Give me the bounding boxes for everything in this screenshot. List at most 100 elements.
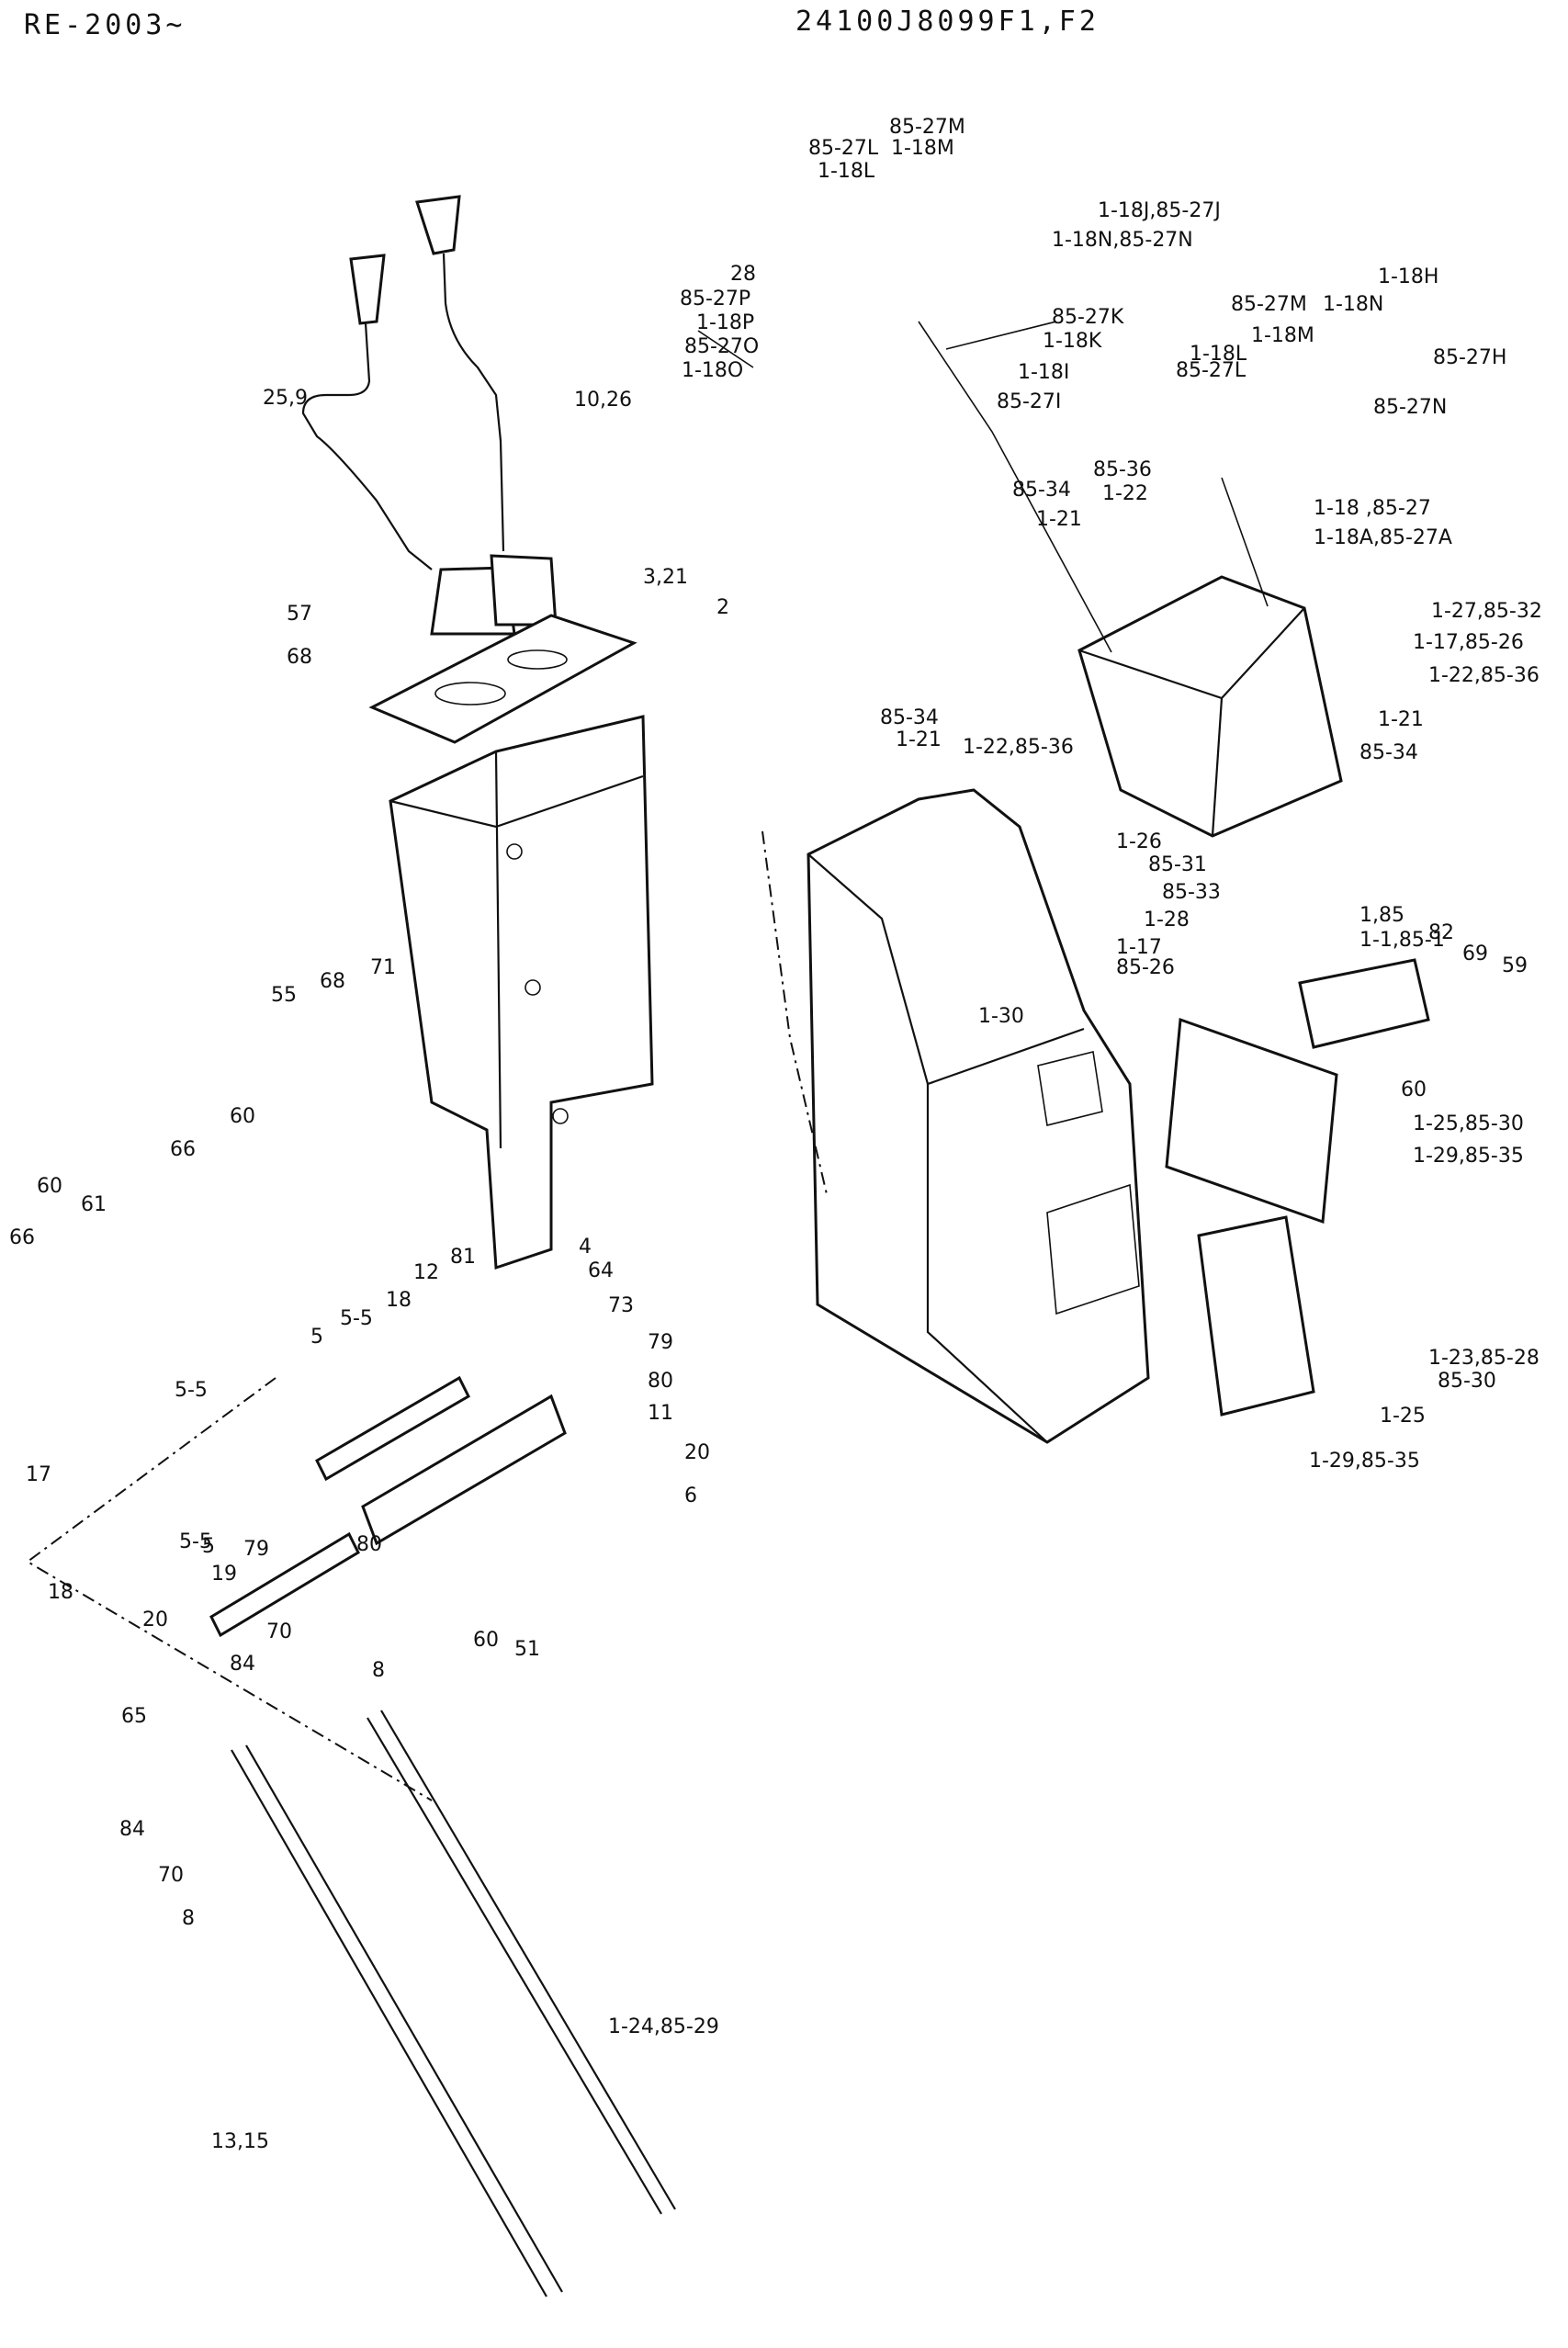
part-label: 57 xyxy=(287,603,312,626)
part-label: 19 xyxy=(211,1563,237,1586)
part-label: 85-34 xyxy=(1359,741,1418,764)
part-label: 1-18L xyxy=(1190,343,1247,366)
part-label: 71 xyxy=(370,956,396,979)
part-label: 85-34 xyxy=(880,706,939,729)
part-label: 1-28 xyxy=(1144,909,1190,931)
header-part-number: 24100J8099F1,F2 xyxy=(795,6,1100,38)
part-label: 85-27N xyxy=(1373,396,1447,419)
part-label: 1-18I xyxy=(1018,361,1069,384)
lever-boots xyxy=(430,554,558,636)
part-label: 66 xyxy=(9,1226,35,1249)
part-label: 1-21 xyxy=(1378,708,1424,731)
part-label: 82 xyxy=(1428,921,1454,944)
part-label: 1-21 xyxy=(896,728,942,751)
part-label: 5-5 xyxy=(340,1307,373,1330)
part-label: 85-27L xyxy=(1176,359,1247,382)
part-label: 73 xyxy=(608,1294,634,1317)
part-label: 1-25 xyxy=(1380,1405,1426,1428)
part-label: 85-33 xyxy=(1162,881,1221,904)
part-label: 59 xyxy=(1502,954,1528,977)
main-console xyxy=(807,788,1150,1444)
part-label: 60 xyxy=(1401,1078,1427,1101)
diagram-linework xyxy=(26,195,1430,2297)
part-label: 11 xyxy=(648,1402,673,1425)
part-label: 85-26 xyxy=(1116,956,1175,979)
part-label: 1-23,85-28 xyxy=(1428,1347,1540,1370)
part-label: 65 xyxy=(121,1705,147,1728)
part-label: 17 xyxy=(26,1463,51,1486)
part-label: 1-17 xyxy=(1116,936,1162,959)
top-cover-box xyxy=(1077,575,1343,838)
part-label: 5 xyxy=(202,1535,215,1558)
part-label: 60 xyxy=(473,1629,499,1652)
part-label: 28 xyxy=(730,263,756,286)
part-label: 25,9 xyxy=(263,387,308,410)
lever-knob-left xyxy=(301,254,433,570)
part-label: 1-30 xyxy=(978,1005,1024,1028)
part-label: 6 xyxy=(684,1484,697,1507)
part-label: 1-1,85-1 xyxy=(1359,929,1445,952)
part-label: 5-5 xyxy=(175,1379,208,1402)
part-label: 1-18M xyxy=(1251,324,1314,347)
part-label: 79 xyxy=(648,1331,673,1354)
part-label: 61 xyxy=(81,1193,107,1216)
part-label: 1-24,85-29 xyxy=(608,2015,719,2038)
part-label: 20 xyxy=(684,1441,710,1464)
part-label: 1-18N,85-27N xyxy=(1052,229,1193,252)
part-label: 1-22 xyxy=(1102,482,1148,505)
part-label: 85-30 xyxy=(1438,1370,1496,1393)
part-label: 85-27H xyxy=(1433,346,1506,369)
part-label: 1-18O xyxy=(682,359,743,382)
part-label: 1-18K xyxy=(1043,330,1102,353)
part-label: 60 xyxy=(37,1175,62,1198)
part-label: 85-27M xyxy=(1231,293,1307,316)
part-label: 79 xyxy=(243,1538,269,1561)
part-label: 18 xyxy=(386,1289,412,1312)
part-label: 80 xyxy=(648,1370,673,1393)
switch-unit xyxy=(1298,958,1430,1049)
part-label: 81 xyxy=(450,1246,476,1269)
lever-console-left xyxy=(389,715,654,1270)
part-label: 85-27O xyxy=(684,335,759,358)
shift-shafts xyxy=(209,1375,567,1638)
cover-plate xyxy=(368,614,637,744)
part-label: 84 xyxy=(230,1653,255,1676)
part-label: 51 xyxy=(514,1638,540,1661)
part-label: 85-36 xyxy=(1093,458,1152,481)
part-label: 1-21 xyxy=(1036,508,1082,531)
part-label: 60 xyxy=(230,1105,255,1128)
part-label: 4 xyxy=(579,1236,592,1259)
part-label: 80 xyxy=(356,1533,382,1556)
part-label: 1-27,85-32 xyxy=(1431,600,1542,623)
part-label: 85-27L xyxy=(808,137,879,160)
part-label: 85-27P xyxy=(680,288,750,310)
part-label: 1-22,85-36 xyxy=(1428,664,1540,687)
part-label: 8 xyxy=(182,1907,195,1930)
part-label: 1,85 xyxy=(1359,904,1404,927)
part-label: 1-18P xyxy=(696,311,754,334)
part-label: 70 xyxy=(158,1864,184,1887)
part-label: 5 xyxy=(310,1326,323,1349)
part-label: 84 xyxy=(119,1818,145,1841)
part-label: 1-18H xyxy=(1378,265,1438,288)
part-label: 5-5 xyxy=(179,1530,212,1553)
part-label: 68 xyxy=(287,646,312,669)
part-label: 70 xyxy=(266,1620,292,1643)
part-label: 2 xyxy=(716,596,729,619)
part-label: 64 xyxy=(588,1259,614,1282)
part-label: 1-25,85-30 xyxy=(1413,1112,1524,1135)
part-label: 1-18M xyxy=(891,137,954,160)
part-label: 1-18 ,85-27 xyxy=(1314,497,1431,520)
part-label: 13,15 xyxy=(211,2130,269,2153)
part-label: 8 xyxy=(372,1659,385,1682)
side-cover-plate xyxy=(1165,1017,1338,1225)
part-label: 1-22,85-36 xyxy=(963,736,1074,759)
part-label: 10,26 xyxy=(574,389,632,412)
part-label: 12 xyxy=(413,1261,439,1284)
part-label: 1-18A,85-27A xyxy=(1314,526,1452,549)
part-label: 1-17,85-26 xyxy=(1413,631,1524,654)
part-label: 85-31 xyxy=(1148,853,1207,876)
part-label: 20 xyxy=(142,1609,168,1631)
